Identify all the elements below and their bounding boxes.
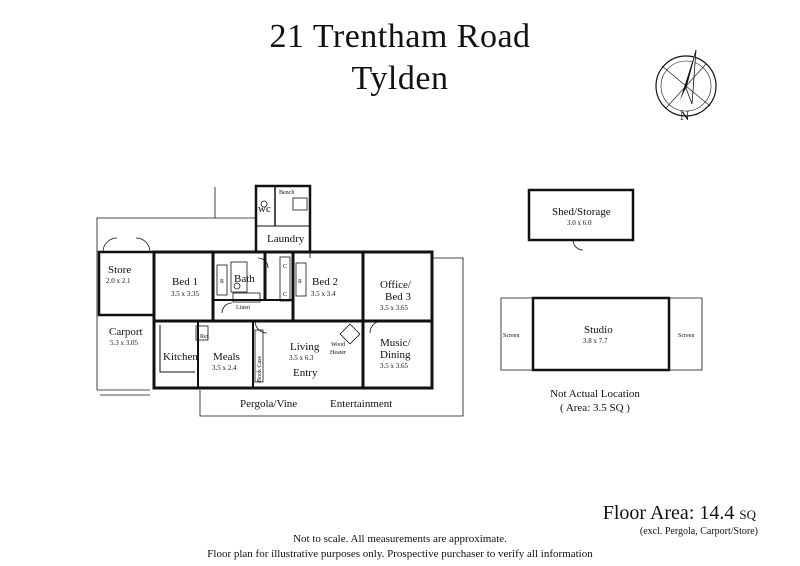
screen-label-right: Screen bbox=[678, 333, 694, 339]
not-actual-location: Not Actual Location ( Area: 3.5 SQ ) bbox=[530, 387, 660, 415]
floor-area-value: Floor Area: 14.4 bbox=[602, 502, 735, 524]
office-label: Office/ bbox=[380, 279, 412, 291]
music-dim: 3.5 x 3.65 bbox=[380, 362, 409, 370]
store-walls bbox=[97, 250, 156, 317]
music-label: Music/ bbox=[380, 337, 412, 349]
entry-label: Entry bbox=[293, 367, 318, 379]
ref-label: Ref bbox=[200, 333, 209, 340]
disclaimer-line1: Not to scale. All measurements are appro… bbox=[293, 533, 507, 545]
store-dim: 2.0 x 2.1 bbox=[106, 277, 131, 285]
bed2-dim: 3.5 x 3.4 bbox=[311, 290, 336, 298]
bed1-dim: 3.5 x 3.35 bbox=[171, 290, 200, 298]
wood-heater-label-2: Heater bbox=[330, 350, 346, 356]
robe-label-c2: C bbox=[283, 292, 287, 298]
bench-label: Bench bbox=[279, 190, 294, 196]
wc-label: wc bbox=[258, 203, 271, 215]
music-label-2: Dining bbox=[380, 349, 411, 361]
disclaimer-line2: Floor plan for illustrative purposes onl… bbox=[207, 548, 593, 560]
title-address: 21 Trentham Road bbox=[269, 18, 531, 55]
office-dim: 3.5 x 3.65 bbox=[380, 304, 409, 312]
shed-dim: 3.0 x 6.0 bbox=[567, 219, 592, 227]
not-actual-line1: Not Actual Location bbox=[550, 388, 640, 400]
disclaimer: Not to scale. All measurements are appro… bbox=[180, 532, 620, 562]
screen-label-left: Screen bbox=[503, 333, 519, 339]
bed1-label: Bed 1 bbox=[172, 276, 198, 288]
laundry-label: Laundry bbox=[267, 233, 305, 245]
floor-area-note: (excl. Pergola, Carport/Store) bbox=[639, 526, 758, 537]
studio-label: Studio bbox=[584, 324, 613, 336]
not-actual-line2: ( Area: 3.5 SQ ) bbox=[560, 402, 630, 414]
linen-label: Linen bbox=[236, 305, 250, 311]
robe-label-c1: C bbox=[283, 264, 287, 270]
meals-dim: 3.5 x 2.4 bbox=[212, 364, 237, 372]
living-dim: 3.5 x 6.3 bbox=[289, 354, 314, 362]
bed2-label: Bed 2 bbox=[312, 276, 338, 288]
house-walls bbox=[152, 250, 434, 390]
robe-label-bed1: R bbox=[220, 279, 224, 285]
living-label: Living bbox=[290, 341, 320, 353]
floor-area: Floor Area: 14.4 SQ bbox=[603, 502, 756, 525]
bath-label: Bath bbox=[234, 273, 255, 285]
office-label-2: Bed 3 bbox=[385, 291, 411, 303]
kitchen-label: Kitchen bbox=[163, 351, 198, 363]
shed-label: Shed/Storage bbox=[552, 206, 611, 218]
robe-label-bed2: R bbox=[298, 279, 302, 285]
pergola-outline bbox=[96, 186, 464, 417]
shed-walls bbox=[527, 188, 635, 242]
title-suburb: Tylden bbox=[351, 60, 449, 97]
wood-heater-label: Wood bbox=[331, 342, 345, 348]
compass-north-label: N bbox=[680, 108, 690, 123]
entertainment-label: Entertainment bbox=[330, 398, 392, 410]
studio-dim: 3.8 x 7.7 bbox=[583, 337, 608, 345]
compass-icon: N bbox=[655, 49, 717, 123]
studio-walls bbox=[531, 296, 671, 372]
carport-label: Carport bbox=[109, 326, 143, 338]
pergola-label: Pergola/Vine bbox=[240, 398, 297, 410]
carport-dim: 5.3 x 3.05 bbox=[110, 339, 139, 347]
store-label: Store bbox=[108, 264, 131, 276]
laundry-walls bbox=[254, 184, 312, 254]
meals-label: Meals bbox=[213, 351, 240, 363]
floor-area-unit: SQ bbox=[739, 507, 756, 522]
book-case-label: Book Case bbox=[257, 355, 263, 382]
